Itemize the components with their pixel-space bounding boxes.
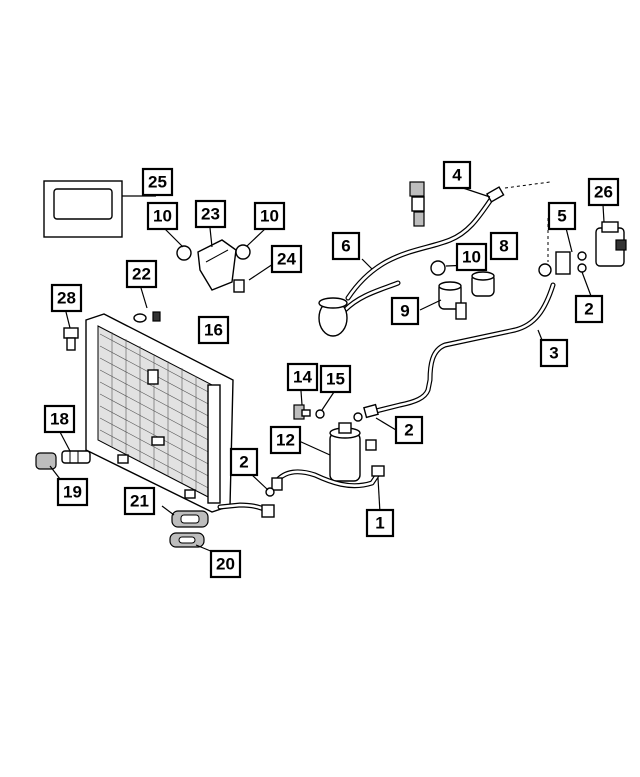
callout-25: 25 (141, 167, 174, 197)
callout-2: 2 (229, 447, 259, 477)
svg-text:1: 1 (375, 514, 384, 533)
callout-24: 24 (270, 244, 303, 274)
line-part-1 (271, 465, 385, 491)
svg-text:10: 10 (153, 207, 172, 226)
callout-8: 8 (489, 231, 519, 261)
svg-text:18: 18 (50, 410, 69, 429)
seal-part-20 (169, 532, 205, 548)
callout-2: 2 (394, 415, 424, 445)
callout-26: 26 (587, 177, 620, 207)
callout-18: 18 (43, 404, 76, 434)
condenser-outlet-line (217, 487, 275, 518)
svg-text:20: 20 (216, 555, 235, 574)
svg-text:16: 16 (204, 321, 223, 340)
bracket-part-23 (197, 239, 237, 291)
svg-text:2: 2 (404, 421, 413, 440)
svg-text:9: 9 (400, 302, 409, 321)
svg-text:2: 2 (584, 300, 593, 319)
callout-21: 21 (123, 486, 156, 516)
switch-part-14 (293, 404, 311, 420)
callout-16: 16 (197, 315, 230, 345)
callout-15: 15 (319, 364, 352, 394)
svg-text:10: 10 (260, 207, 279, 226)
callout-19: 19 (56, 477, 89, 507)
callout-14: 14 (286, 362, 319, 392)
label-sticker-part (43, 180, 123, 238)
svg-text:14: 14 (293, 368, 312, 387)
line-part-3 (363, 282, 556, 419)
callout-23: 23 (194, 199, 227, 229)
callout-28: 28 (50, 283, 83, 313)
callout-5: 5 (547, 201, 577, 231)
callout-1: 1 (365, 508, 395, 538)
expansion-valve-part (595, 221, 627, 267)
callout-12: 12 (269, 425, 302, 455)
svg-text:2: 2 (239, 453, 248, 472)
svg-text:26: 26 (594, 183, 613, 202)
valve-part-4 (409, 181, 551, 227)
callout-9: 9 (390, 296, 420, 326)
svg-text:3: 3 (549, 344, 558, 363)
svg-text:23: 23 (201, 205, 220, 224)
receiver-drier-part (329, 422, 377, 482)
svg-text:12: 12 (276, 431, 295, 450)
bolt-part-24 (233, 279, 245, 293)
svg-text:15: 15 (326, 370, 345, 389)
callout-22: 22 (125, 259, 158, 289)
hose-part-6 (318, 186, 505, 337)
fitting-part-18 (61, 450, 91, 464)
svg-text:25: 25 (148, 173, 167, 192)
svg-text:8: 8 (499, 237, 508, 256)
svg-text:5: 5 (557, 207, 566, 226)
callout-10: 10 (253, 201, 286, 231)
svg-text:19: 19 (63, 483, 82, 502)
callout-10: 10 (146, 201, 179, 231)
nut-part-10a (176, 245, 192, 261)
svg-text:21: 21 (130, 492, 149, 511)
bolt-part (63, 327, 79, 351)
o-ring-part-15 (315, 409, 363, 422)
fitting-part-8 (471, 271, 495, 297)
svg-text:24: 24 (277, 250, 296, 269)
callout-10: 10 (455, 242, 488, 272)
fitting-part-19 (35, 452, 57, 470)
callout-3: 3 (539, 338, 569, 368)
callout-6: 6 (331, 231, 361, 261)
seal-part-21 (171, 510, 209, 528)
nut-part-10b (235, 244, 251, 260)
svg-text:28: 28 (57, 289, 76, 308)
clip-part-22 (133, 311, 161, 323)
svg-text:6: 6 (341, 237, 350, 256)
callout-4: 4 (442, 160, 472, 190)
condenser-part (85, 313, 234, 513)
fitting-part-9 (438, 281, 467, 320)
callout-2: 2 (574, 294, 604, 324)
svg-text:4: 4 (452, 166, 462, 185)
svg-text:22: 22 (132, 265, 151, 284)
nut-part-10c (430, 260, 446, 276)
callout-20: 20 (209, 549, 242, 579)
svg-text:10: 10 (462, 248, 481, 267)
